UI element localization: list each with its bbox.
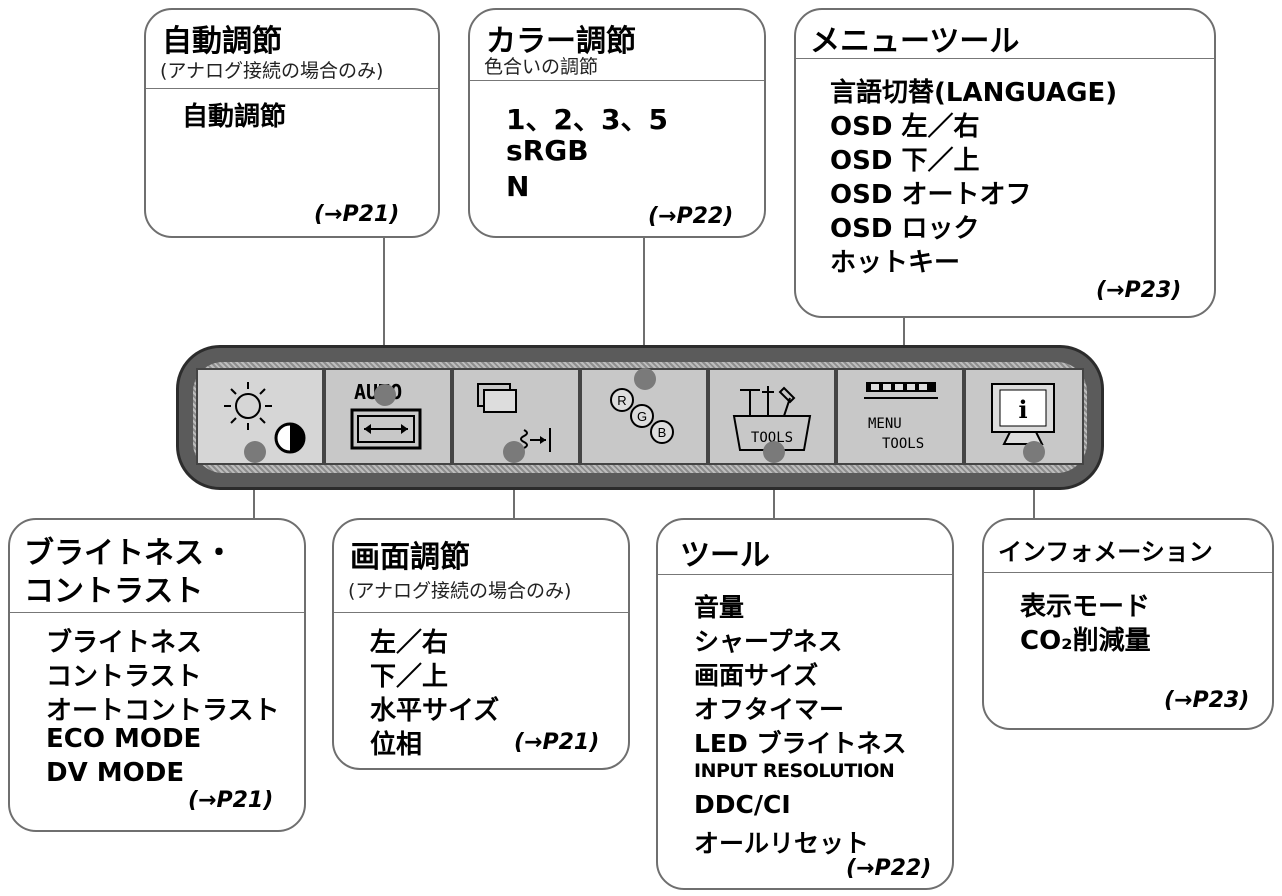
menu-tools-tab[interactable]: MENU TOOLS — [836, 368, 964, 465]
panel-title-line-2: コントラスト — [24, 574, 204, 609]
menu-tools-label: TOOLS — [882, 436, 924, 452]
menu-item: 1、2、3、5 — [506, 103, 668, 136]
menu-item: 水平サイズ — [370, 696, 500, 726]
page-reference: (→P22) — [846, 856, 932, 881]
menu-item: 左／右 — [370, 628, 449, 658]
page-reference: (→P21) — [188, 788, 274, 813]
rgb-color-icon: R G B — [610, 388, 674, 444]
menu-item: DV MODE — [46, 758, 185, 788]
menu-item: INPUT RESOLUTION — [694, 760, 895, 782]
menu-item: OSD オートオフ — [830, 180, 1032, 210]
menu-item: CO₂削減量 — [1020, 626, 1151, 656]
information-tab[interactable]: i — [964, 368, 1084, 465]
panel-title-line-1: ブライトネス・ — [24, 536, 234, 571]
tools-label: TOOLS — [751, 430, 793, 446]
menu-item: ブライトネス — [46, 628, 203, 658]
connector-dot — [244, 441, 266, 463]
panel-title: ツール — [680, 538, 770, 573]
auto-width-icon — [350, 408, 422, 450]
page-reference: (→P23) — [1164, 688, 1250, 713]
menu-item: OSD 下／上 — [830, 146, 980, 176]
brightness-contrast-tab[interactable] — [196, 368, 324, 465]
page-reference: (→P21) — [314, 202, 400, 227]
panel-subtitle: (アナログ接続の場合のみ) — [160, 60, 384, 82]
auto-adjust-panel: 自動調節 (アナログ接続の場合のみ) 自動調節 (→P21) — [144, 8, 440, 238]
panel-title: 自動調節 — [162, 24, 282, 59]
menu-item: OSD 左／右 — [830, 112, 980, 142]
menu-item: オートコントラスト — [46, 696, 280, 726]
page-reference: (→P22) — [648, 204, 734, 229]
connector-dot — [1023, 441, 1045, 463]
menu-item: 表示モード — [1020, 592, 1151, 622]
menu-item: 音量 — [694, 593, 745, 622]
tools-panel: ツール 音量 シャープネス 画面サイズ オフタイマー LED ブライトネス IN… — [656, 518, 954, 890]
brightness-contrast-panel: ブライトネス・ コントラスト ブライトネス コントラスト オートコントラスト E… — [8, 518, 306, 832]
menu-item: 画面サイズ — [694, 661, 819, 690]
menu-item: ECO MODE — [46, 724, 202, 754]
menu-item: シャープネス — [694, 627, 843, 656]
menu-label: MENU — [868, 416, 902, 432]
auto-adjust-tab[interactable]: AUTO — [324, 368, 452, 465]
screen-adjust-tab[interactable] — [452, 368, 580, 465]
panel-title: メニューツール — [810, 24, 1020, 59]
menu-item: OSD ロック — [830, 214, 980, 244]
panel-subtitle: (アナログ接続の場合のみ) — [348, 580, 572, 602]
menu-item: N — [506, 170, 530, 203]
rgb-g-label: G — [637, 409, 647, 424]
information-panel: インフォメーション 表示モード CO₂削減量 (→P23) — [982, 518, 1274, 730]
screen-adjust-panel: 画面調節 (アナログ接続の場合のみ) 左／右 下／上 水平サイズ 位相 (→P2… — [332, 518, 630, 770]
screen-position-icon — [477, 383, 551, 452]
connector-dot — [763, 441, 785, 463]
color-adjust-panel: カラー調節 色合いの調節 1、2、3、5 sRGB N (→P22) — [468, 8, 766, 238]
menu-item: 下／上 — [370, 662, 449, 692]
rgb-b-label: B — [658, 425, 667, 440]
connector-dot — [503, 441, 525, 463]
panel-subtitle: 色合いの調節 — [484, 56, 599, 78]
connector-dot — [374, 384, 396, 406]
panel-title: インフォメーション — [998, 538, 1213, 566]
menu-item: オールリセット — [694, 829, 870, 858]
menu-item: オフタイマー — [694, 695, 845, 724]
menu-item: LED ブライトネス — [694, 729, 907, 758]
info-label: i — [1018, 395, 1027, 424]
menu-item: 自動調節 — [182, 102, 287, 132]
menu-item: 言語切替(LANGUAGE) — [830, 78, 1118, 108]
menu-item: コントラスト — [46, 662, 202, 692]
menu-item: ホットキー — [830, 248, 961, 278]
brightness-contrast-icon — [224, 382, 306, 454]
panel-title: 画面調節 — [350, 540, 470, 575]
page-reference: (→P21) — [514, 730, 600, 755]
menu-item: 位相 — [370, 730, 423, 760]
menu-tools-panel: メニューツール 言語切替(LANGUAGE) OSD 左／右 OSD 下／上 O… — [794, 8, 1216, 318]
toolbox-icon: TOOLS — [732, 386, 812, 451]
menu-item: sRGB — [506, 134, 589, 167]
information-monitor-icon: i — [991, 383, 1055, 445]
rgb-r-label: R — [617, 393, 626, 408]
page-reference: (→P23) — [1096, 278, 1182, 303]
connector-dot — [634, 368, 656, 390]
panel-title: カラー調節 — [486, 24, 636, 59]
menu-tools-icon: MENU TOOLS — [864, 382, 938, 452]
menu-item: DDC/CI — [694, 790, 791, 819]
